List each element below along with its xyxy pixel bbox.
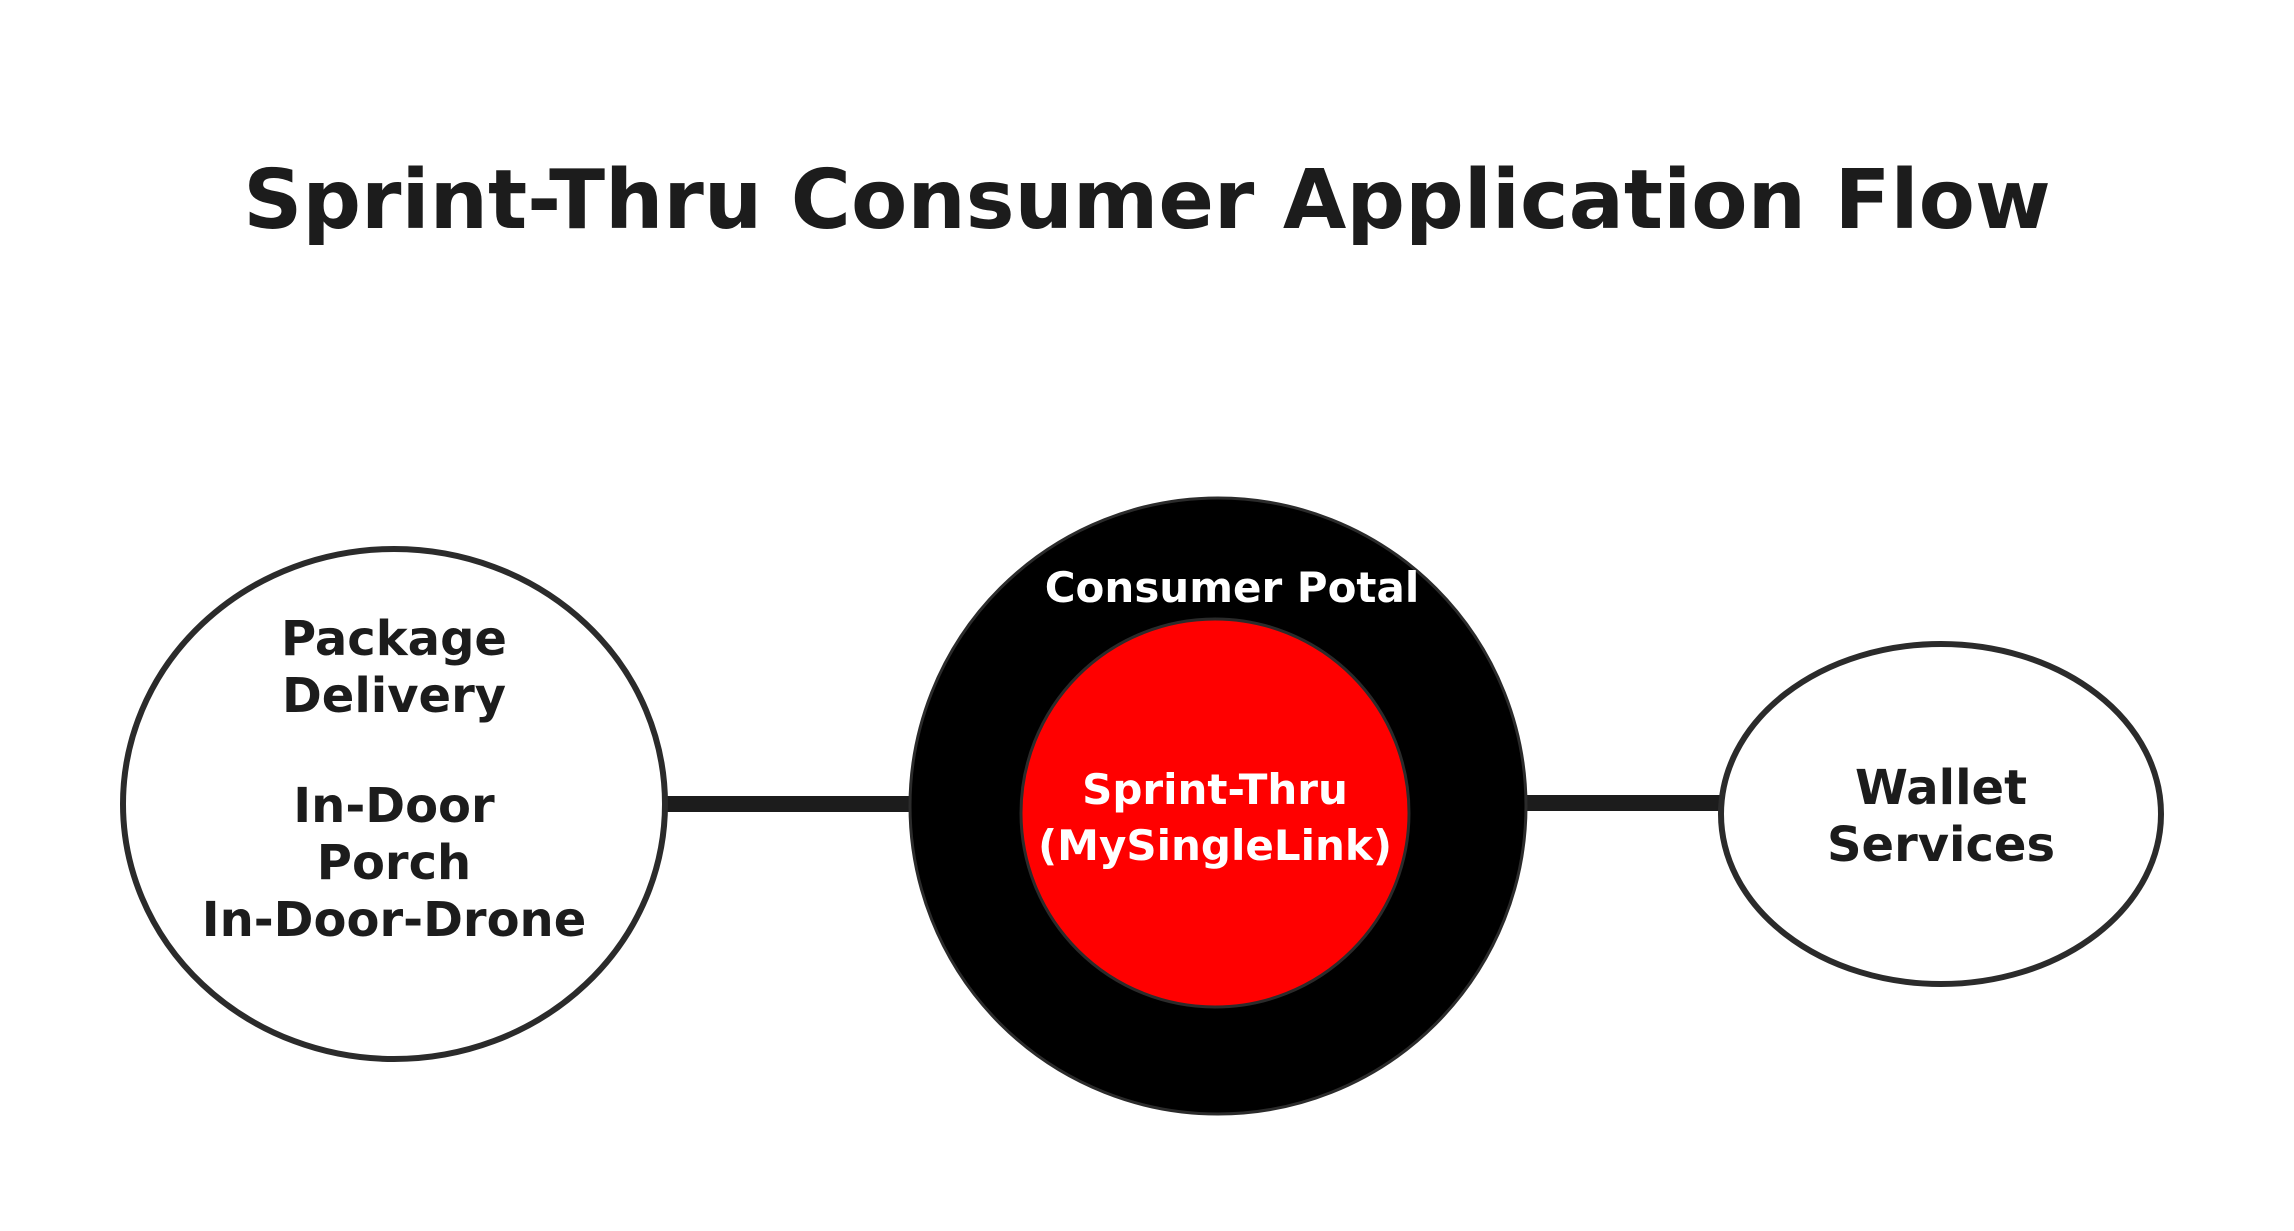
- node-sprint-thru: Sprint-Thru (MySingleLink): [1019, 617, 1411, 1009]
- node-text: Package: [281, 611, 507, 667]
- node-text: Porch: [317, 835, 471, 891]
- node-text: Consumer Potal: [1045, 563, 1420, 612]
- connector-left: [664, 796, 914, 812]
- node-text: Wallet: [1855, 760, 2027, 816]
- node-text: Services: [1827, 817, 2055, 873]
- node-text: Sprint-Thru: [1082, 765, 1348, 814]
- node-text: Delivery: [282, 668, 506, 724]
- node-text: In-Door: [293, 778, 495, 834]
- node-text: In-Door-Drone: [202, 892, 587, 948]
- node-wallet-services: Wallet Services: [1718, 641, 2164, 987]
- node-package-delivery: Package Delivery In-Door Porch In-Door-D…: [120, 546, 668, 1062]
- connector-right: [1522, 795, 1720, 811]
- diagram-title: Sprint-Thru Consumer Application Flow: [243, 153, 2050, 248]
- node-text: (MySingleLink): [1038, 821, 1392, 870]
